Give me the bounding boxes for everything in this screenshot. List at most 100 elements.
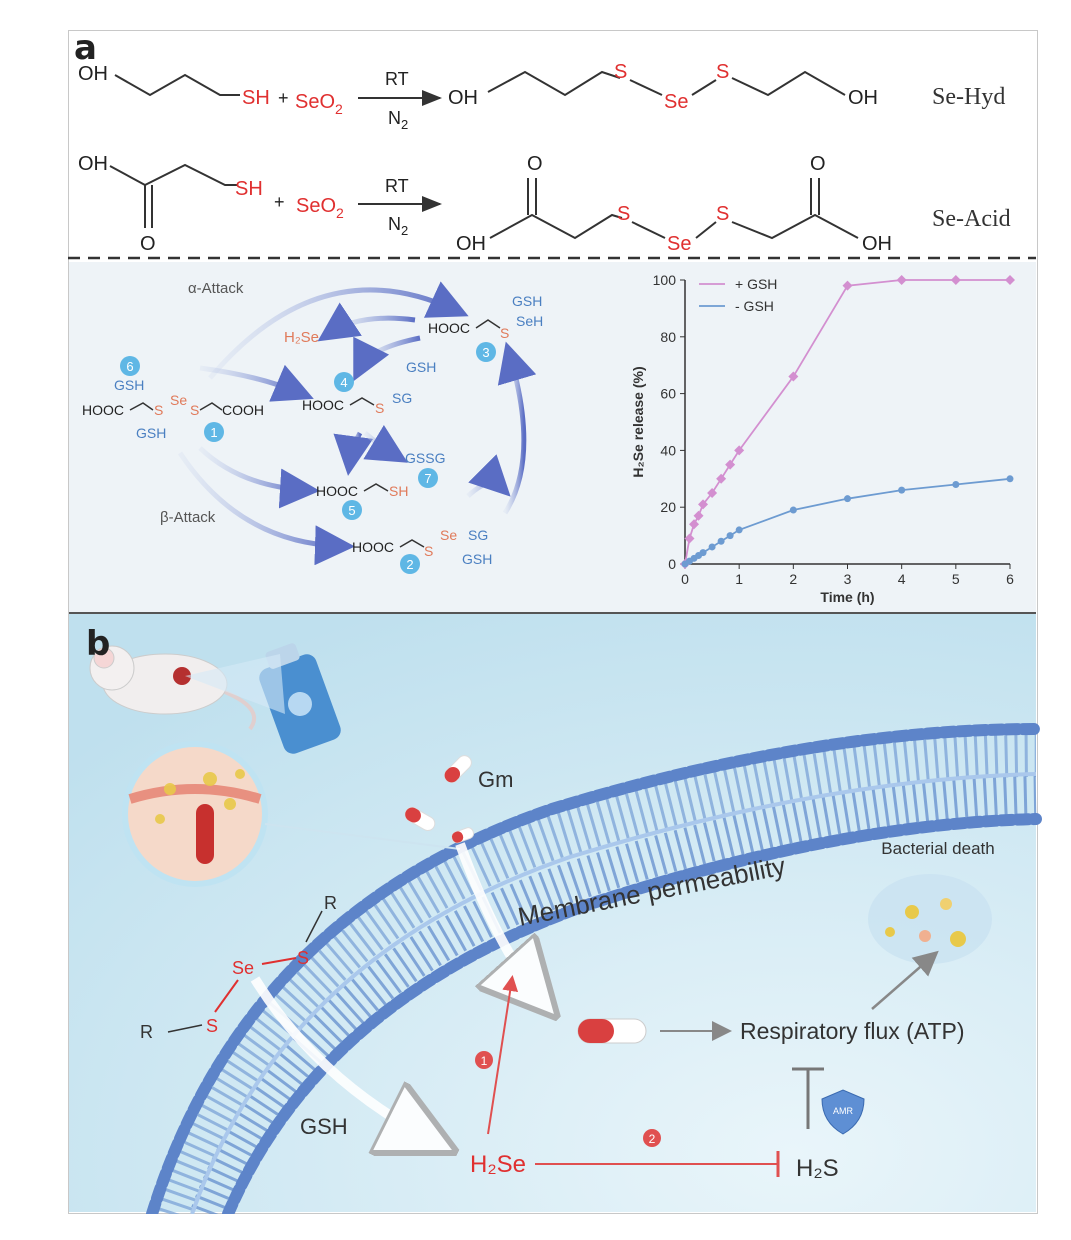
p1-se: Se — [664, 91, 688, 113]
p2-oh-right: OH — [862, 233, 892, 255]
svg-text:GSH: GSH — [512, 293, 542, 309]
x-tick-label: 3 — [844, 571, 852, 587]
x-tick-label: 2 — [789, 571, 797, 587]
bacterial-death-illustration — [868, 874, 992, 964]
data-point — [726, 532, 734, 540]
data-point — [952, 480, 960, 488]
amr-shield-icon — [821, 1089, 865, 1135]
p2-o-left: O — [527, 153, 543, 175]
y-tick-label: 60 — [660, 386, 676, 402]
capsule-inside — [577, 1018, 647, 1044]
data-point — [693, 510, 704, 521]
mechanism-scheme: α-Attack β-Attack H₂Se HOOC S Se S COOH … — [82, 280, 543, 574]
beta-attack: β-Attack — [160, 509, 216, 526]
svg-text:HOOC: HOOC — [352, 539, 394, 555]
h2s-label: H₂S — [796, 1155, 839, 1182]
p2-se: Se — [667, 233, 691, 255]
svg-text:GSH: GSH — [136, 425, 166, 441]
svg-text:2: 2 — [649, 1132, 656, 1146]
r2-oh: OH — [78, 153, 108, 175]
p2-s1: S — [617, 203, 630, 225]
data-point — [717, 537, 725, 545]
data-point — [898, 486, 906, 494]
data-point — [1005, 275, 1015, 285]
data-point — [698, 499, 709, 510]
svg-text:GSH: GSH — [406, 359, 436, 375]
membrane-head-outer — [146, 723, 1042, 1214]
figure-frame — [68, 30, 1038, 1214]
r1-n2: N2 — [388, 108, 408, 132]
svg-text:Se: Se — [232, 958, 254, 978]
x-tick-label: 4 — [898, 571, 906, 587]
legend-label: - GSH — [735, 298, 774, 314]
svg-text:4: 4 — [340, 375, 347, 390]
svg-text:6: 6 — [126, 359, 133, 374]
svg-text:GSH: GSH — [114, 377, 144, 393]
respiratory-flux-label: Respiratory flux (ATP) — [740, 1018, 965, 1044]
svg-text:S: S — [190, 402, 199, 418]
y-tick-label: 0 — [668, 556, 676, 572]
panel-b-illustration: Gm Membrane permeability Bacterial death… — [69, 614, 1042, 1214]
mouse-illustration — [89, 645, 257, 731]
p2-oh-left: OH — [456, 233, 486, 255]
se-hyd-label: Se-Hyd — [932, 84, 1006, 110]
data-point — [789, 506, 797, 514]
svg-text:S: S — [206, 1016, 218, 1036]
r1-seo2: SeO2 — [295, 91, 343, 117]
data-point — [788, 371, 799, 382]
svg-text:SG: SG — [392, 390, 412, 406]
svg-text:SeH: SeH — [516, 313, 543, 329]
x-tick-label: 5 — [952, 571, 960, 587]
y-axis-label: H₂Se release (%) — [630, 366, 646, 477]
svg-text:HOOC: HOOC — [302, 397, 344, 413]
x-tick-label: 1 — [735, 571, 743, 587]
panel-b-label: b — [86, 624, 111, 664]
svg-text:R: R — [140, 1022, 153, 1042]
svg-text:R: R — [324, 893, 337, 913]
membrane-head-inner — [222, 813, 1042, 1214]
r2-seo2: SeO2 — [296, 195, 344, 221]
y-tick-label: 20 — [660, 499, 676, 515]
r2-rt: RT — [385, 176, 409, 196]
data-point — [896, 275, 907, 285]
svg-text:7: 7 — [424, 471, 431, 486]
data-point — [699, 549, 707, 557]
data-point — [1006, 475, 1014, 483]
data-point — [842, 280, 853, 291]
p2-s2: S — [716, 203, 729, 225]
r1-rt: RT — [385, 69, 409, 89]
gsh-label: GSH — [300, 1114, 348, 1139]
data-point — [689, 519, 700, 530]
mechanism-background — [69, 262, 1036, 612]
svg-text:1: 1 — [481, 1054, 488, 1068]
data-point — [708, 543, 716, 551]
svg-text:HOOC: HOOC — [428, 320, 470, 336]
gm-capsules — [404, 755, 475, 844]
legend-label: + GSH — [735, 276, 777, 292]
membrane-outer — [148, 731, 1037, 1214]
svg-text:GSH: GSH — [462, 551, 492, 567]
panel-separator — [69, 612, 1036, 614]
svg-text:S: S — [375, 400, 384, 416]
svg-text:S: S — [154, 402, 163, 418]
p1-oh-left: OH — [448, 87, 478, 109]
membrane-midline — [190, 772, 1037, 1214]
p1-oh-right: OH — [848, 87, 878, 109]
data-point — [950, 275, 961, 285]
svg-text:S: S — [297, 948, 309, 968]
data-point — [725, 459, 736, 470]
svg-text:HOOC: HOOC — [82, 402, 124, 418]
h2se-label: H₂Se — [284, 329, 319, 346]
gm-label: Gm — [478, 767, 513, 792]
svg-text:Se: Se — [170, 392, 187, 408]
svg-text:HOOC: HOOC — [316, 483, 358, 499]
series-line — [684, 279, 1010, 565]
r1-oh: OH — [78, 63, 108, 85]
amr-label: AMR — [833, 1106, 854, 1116]
x-tick-label: 6 — [1006, 571, 1014, 587]
svg-text:Se: Se — [440, 527, 457, 543]
h2se-label-b: H₂Se — [470, 1151, 526, 1178]
alpha-attack: α-Attack — [188, 280, 244, 297]
svg-text:5: 5 — [348, 503, 355, 518]
